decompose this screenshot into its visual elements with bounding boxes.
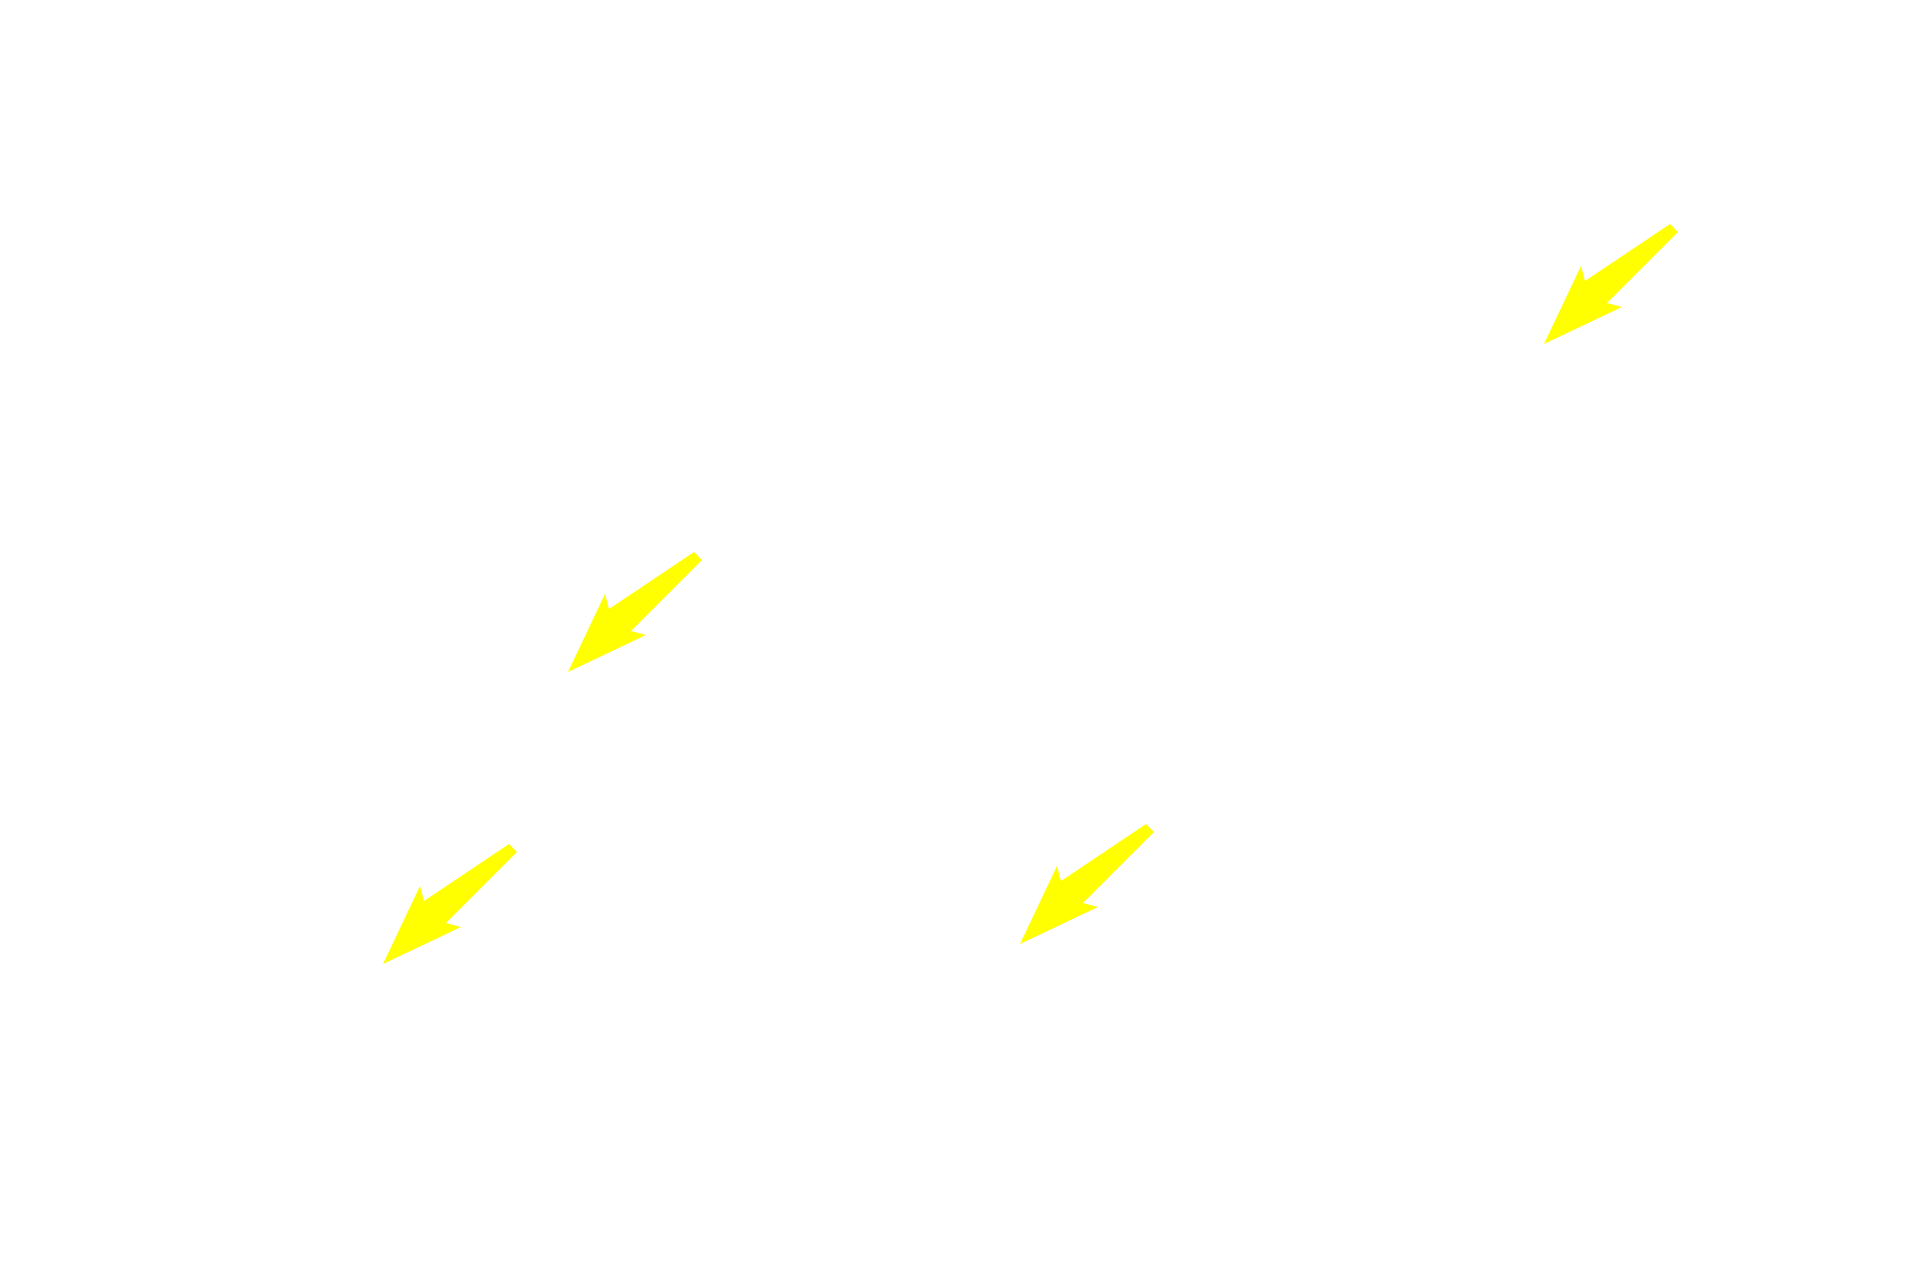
arrow-down-left-icon xyxy=(568,552,708,692)
arrow-path xyxy=(1544,224,1678,344)
arrow-shape xyxy=(568,552,702,672)
arrow-shape xyxy=(1020,824,1154,944)
arrow-shape xyxy=(1544,224,1678,344)
arrow-down-left-icon xyxy=(1544,224,1684,364)
arrow-shape xyxy=(383,844,517,964)
arrow-down-left-icon xyxy=(383,844,523,984)
arrow-path xyxy=(1020,824,1154,944)
arrow-path xyxy=(383,844,517,964)
arrow-path xyxy=(568,552,702,672)
arrow-down-left-icon xyxy=(1020,824,1160,964)
